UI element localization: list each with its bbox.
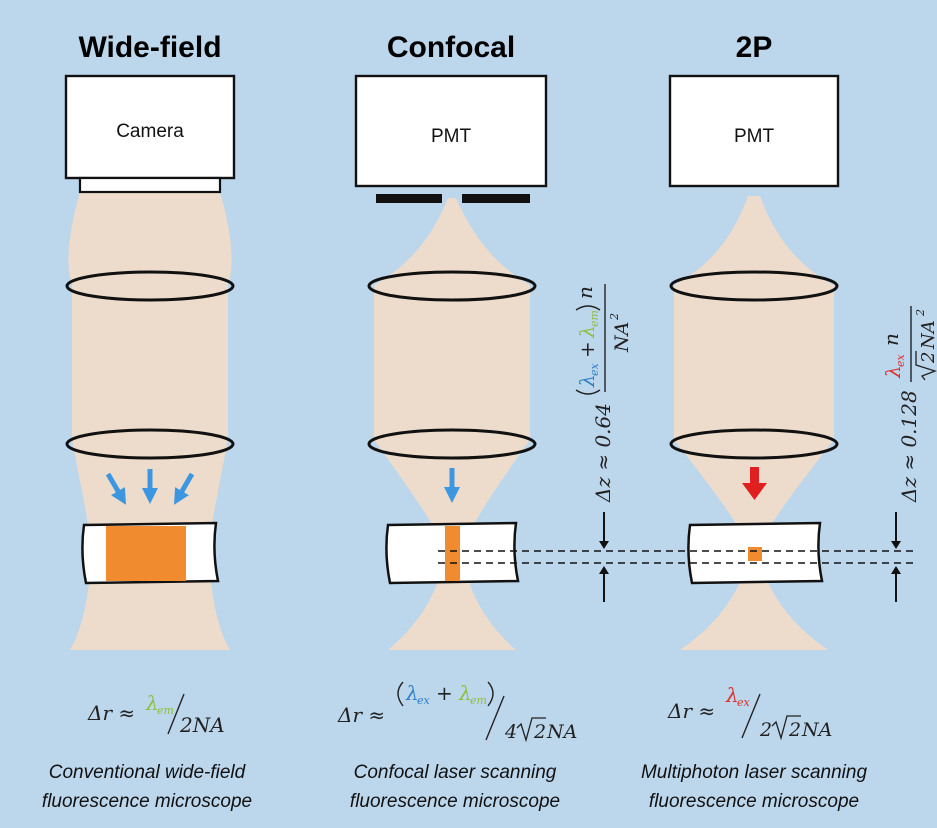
svg-text:λ: λ	[725, 683, 739, 707]
dz-arrows-confocal	[599, 512, 609, 602]
svg-text:2: 2	[918, 352, 937, 364]
formula-dr-confocal: Δr ≈ λ ex + λ em 4 2 NA	[337, 681, 577, 743]
pinhole-left	[376, 194, 442, 203]
svg-text:ex: ex	[737, 696, 751, 709]
formula-dz-confocal: Δz ≈ 0.64 λ ex + λ em n NA 2	[573, 284, 633, 503]
fluorescence-region-widefield	[106, 526, 186, 581]
beam-2p	[674, 196, 834, 650]
svg-text:Δr ≈: Δr ≈	[87, 701, 135, 725]
svg-text:4: 4	[504, 721, 517, 743]
svg-text:2: 2	[788, 719, 801, 741]
svg-text:2: 2	[608, 313, 621, 321]
panel-title-2p: 2P	[736, 31, 773, 64]
svg-text:λ: λ	[881, 365, 905, 379]
lens-upper-confocal	[367, 270, 537, 302]
caption-line2-widefield: fluorescence microscope	[42, 791, 252, 812]
axial-resolution-lines	[438, 512, 918, 602]
svg-text:Δr ≈: Δr ≈	[667, 699, 715, 723]
panel-title-confocal: Confocal	[387, 31, 515, 64]
formula-dz-2p: Δz ≈ 0.128 λ ex n 2 NA 2	[879, 306, 937, 503]
svg-text:+: +	[575, 341, 599, 358]
svg-text:NA: NA	[546, 721, 577, 743]
lens-lower-widefield	[65, 428, 235, 460]
svg-text:λ: λ	[575, 325, 599, 339]
panel-confocal: Confocal PMT Δr ≈ λ ex + λ em 4	[337, 31, 577, 812]
pinhole-right	[462, 194, 530, 203]
svg-text:λ: λ	[145, 691, 159, 715]
fluorescence-region-2p	[748, 547, 762, 561]
panel-2p: 2P PMT Δr ≈ λ ex 2 2 NA Multiphoton lase…	[641, 31, 867, 812]
svg-text:NA: NA	[801, 719, 832, 741]
svg-text:n: n	[879, 333, 903, 346]
arrow-down-left-widefield	[105, 472, 127, 505]
beam-confocal	[374, 198, 530, 650]
svg-text:ex: ex	[417, 694, 431, 707]
detector-label-camera: Camera	[116, 121, 184, 142]
svg-text:Δz ≈ 0.128: Δz ≈ 0.128	[897, 390, 921, 503]
dz-arrows-2p	[891, 512, 901, 602]
lens-upper-widefield	[65, 270, 235, 302]
svg-text:Δr ≈: Δr ≈	[337, 703, 385, 727]
svg-text:2: 2	[759, 719, 772, 741]
caption-line1-confocal: Confocal laser scanning	[354, 762, 557, 783]
svg-text:+: +	[436, 681, 453, 705]
svg-text:Δz ≈ 0.64: Δz ≈ 0.64	[591, 403, 615, 503]
svg-text:em: em	[157, 704, 174, 717]
lens-lower-confocal	[367, 428, 537, 460]
arrow-down-2p	[742, 467, 767, 500]
panel-widefield: Wide-field Camera Δr ≈ λ em 2NA Conventi…	[42, 31, 252, 812]
pmt-box-2p	[668, 74, 840, 188]
panel-title-widefield: Wide-field	[78, 31, 221, 64]
formula-dr-widefield: Δr ≈ λ em 2NA	[87, 691, 225, 737]
camera-box	[64, 74, 236, 180]
svg-text:NA: NA	[918, 320, 937, 350]
camera-sensor	[78, 176, 222, 194]
fluorescence-region-confocal	[445, 526, 460, 581]
svg-text:em: em	[588, 310, 601, 327]
svg-text:NA: NA	[611, 322, 633, 353]
svg-text:2: 2	[533, 721, 546, 743]
detector-label-pmt-confocal: PMT	[431, 126, 472, 147]
lens-upper-2p	[669, 270, 839, 302]
svg-text:em: em	[470, 694, 487, 707]
svg-text:n: n	[573, 286, 597, 299]
svg-text:λ: λ	[405, 681, 419, 705]
svg-text:2: 2	[914, 309, 927, 317]
arrow-down-right-widefield	[173, 472, 195, 505]
caption-line2-2p: fluorescence microscope	[649, 791, 859, 812]
formula-dr-2p: Δr ≈ λ ex 2 2 NA	[667, 683, 832, 741]
svg-text:λ: λ	[458, 681, 472, 705]
svg-text:2NA: 2NA	[179, 713, 225, 737]
svg-text:ex: ex	[588, 362, 601, 376]
caption-line1-2p: Multiphoton laser scanning	[641, 762, 867, 783]
svg-text:λ: λ	[575, 374, 599, 388]
svg-text:ex: ex	[894, 353, 907, 367]
caption-line2-confocal: fluorescence microscope	[350, 791, 560, 812]
caption-line1-widefield: Conventional wide-field	[49, 762, 247, 783]
detector-label-pmt-2p: PMT	[734, 126, 775, 147]
lens-lower-2p	[669, 428, 839, 460]
pmt-box-confocal	[354, 74, 548, 188]
